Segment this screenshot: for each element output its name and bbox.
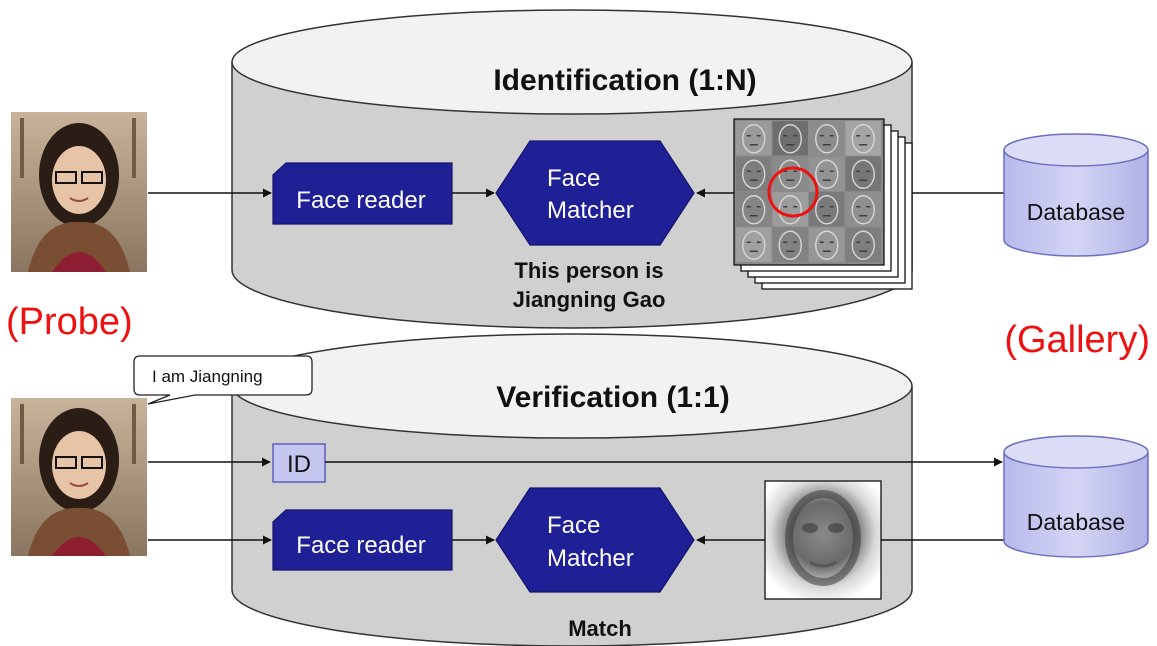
face-reader-identification: Face reader bbox=[272, 162, 453, 225]
verification-title: Verification (1:1) bbox=[496, 381, 729, 414]
face-grid-cell bbox=[772, 227, 808, 262]
face-grid-features bbox=[856, 205, 871, 217]
database-identification: Database bbox=[1003, 133, 1149, 257]
id-box-label: ID bbox=[287, 451, 311, 478]
face-matcher-verification: Face Matcher bbox=[495, 487, 695, 593]
face-grid-face bbox=[742, 230, 766, 260]
database-identification-label: Database bbox=[1027, 199, 1125, 225]
face-grid-face bbox=[851, 124, 875, 154]
face-grid-features bbox=[783, 241, 798, 253]
speech-bubble: I am Jiangning bbox=[133, 355, 313, 405]
face-grid-face bbox=[778, 230, 802, 260]
face-grid-features bbox=[746, 205, 761, 217]
face-grid-face bbox=[742, 195, 766, 225]
face-grid-face bbox=[778, 159, 802, 189]
face-grid-face bbox=[851, 195, 875, 225]
face-grid-cell bbox=[845, 192, 881, 227]
face-grid-cell bbox=[772, 121, 808, 156]
face-grid-cell bbox=[845, 156, 881, 191]
face-grid-features bbox=[746, 170, 761, 182]
person-photo-icon bbox=[20, 118, 136, 272]
face-grid-face bbox=[742, 124, 766, 154]
identification-result-line1: This person is bbox=[514, 258, 663, 283]
face-grid-face bbox=[778, 195, 802, 225]
match-highlight-circle bbox=[767, 166, 819, 218]
face-grid-cell bbox=[809, 192, 845, 227]
face-matcher-verification-line1: Face bbox=[547, 512, 600, 539]
face-grid-cell bbox=[809, 227, 845, 262]
face-grid-cell bbox=[845, 121, 881, 156]
face-grid-features bbox=[856, 134, 871, 146]
face-grid-face bbox=[851, 159, 875, 189]
face-grid-face bbox=[815, 230, 839, 260]
face-grid-cell bbox=[736, 156, 772, 191]
database-verification-label: Database bbox=[1027, 509, 1125, 535]
face-grid-face bbox=[815, 124, 839, 154]
face-matcher-verification-line2: Matcher bbox=[547, 545, 634, 572]
face-grid-features bbox=[856, 170, 871, 182]
speech-bubble-text: I am Jiangning bbox=[152, 367, 263, 386]
face-grid-face bbox=[778, 124, 802, 154]
person-photo-icon bbox=[20, 404, 136, 556]
id-box: ID bbox=[272, 443, 326, 483]
face-reader-verification: Face reader bbox=[272, 509, 453, 571]
face-grid-features bbox=[856, 241, 871, 253]
identification-result-line2: Jiangning Gao bbox=[513, 287, 666, 312]
database-verification: Database bbox=[1003, 435, 1149, 558]
face-grid-cell bbox=[736, 227, 772, 262]
face-grid-icon bbox=[733, 118, 913, 290]
face-matcher-identification: Face Matcher bbox=[495, 140, 695, 246]
face-grid-features bbox=[819, 241, 834, 253]
face-grid-face bbox=[815, 195, 839, 225]
face-matcher-identification-line2: Matcher bbox=[547, 197, 634, 224]
identification-title: Identification (1:N) bbox=[493, 64, 756, 97]
face-grid-cell bbox=[809, 121, 845, 156]
face-reader-verification-label: Face reader bbox=[296, 532, 425, 559]
probe-photo-top bbox=[11, 112, 147, 272]
face-grid-cell bbox=[809, 156, 845, 191]
average-face-icon bbox=[764, 480, 882, 600]
face-grid-features bbox=[819, 134, 834, 146]
probe-label: (Probe) bbox=[6, 301, 133, 343]
face-grid-features bbox=[819, 170, 834, 182]
face-grid-face bbox=[815, 159, 839, 189]
face-matcher-identification-line1: Face bbox=[547, 165, 600, 192]
face-grid-features bbox=[746, 241, 761, 253]
face-grid-features bbox=[783, 134, 798, 146]
face-grid-cell bbox=[736, 192, 772, 227]
face-grid-face bbox=[742, 159, 766, 189]
verification-result: Match bbox=[568, 616, 632, 641]
probe-photo-bottom bbox=[11, 398, 147, 556]
face-grid-cell bbox=[845, 227, 881, 262]
face-grid-features bbox=[819, 205, 834, 217]
face-grid-cell bbox=[736, 121, 772, 156]
face-reader-identification-label: Face reader bbox=[296, 187, 425, 214]
face-grid-face bbox=[851, 230, 875, 260]
face-grid-features bbox=[746, 134, 761, 146]
gallery-label: (Gallery) bbox=[1004, 319, 1150, 361]
